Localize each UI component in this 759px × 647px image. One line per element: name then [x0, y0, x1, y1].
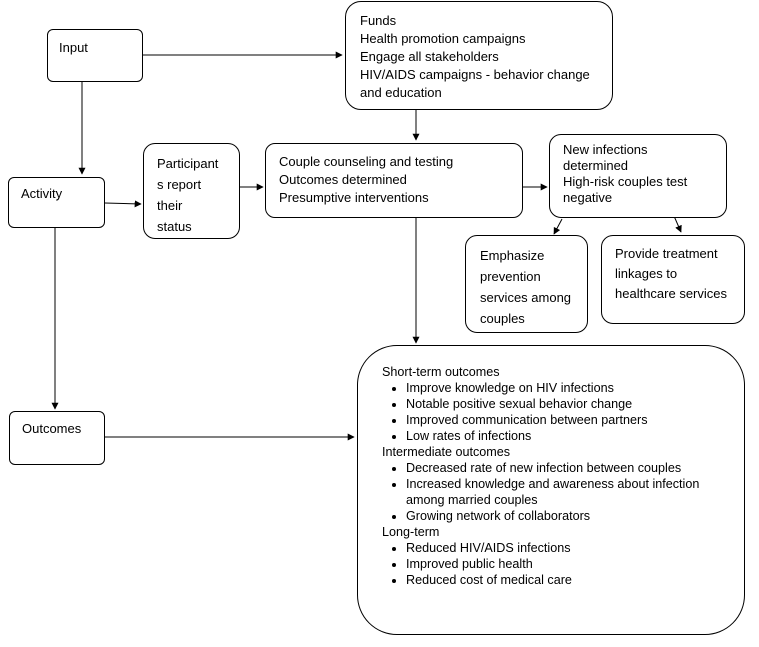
counseling-line: Couple counseling and testing — [279, 154, 454, 169]
list-item: Reduced cost of medical care — [406, 572, 736, 588]
list-item: Decreased rate of new infection between … — [406, 460, 736, 476]
arrow-new-infections-to-emphasize — [553, 218, 563, 235]
emphasize-line: prevention — [480, 269, 541, 284]
input-label: Input — [59, 40, 88, 55]
list-item: Reduced HIV/AIDS infections — [406, 540, 736, 556]
new-infections-line: determined — [563, 158, 629, 173]
counseling-box: Couple counseling and testing Outcomes d… — [265, 143, 523, 218]
short-term-list: Improve knowledge on HIV infections Nota… — [382, 380, 736, 444]
input-box: Input — [47, 29, 143, 82]
activity-box: Activity — [8, 177, 105, 228]
new-infections-box: New infections determined High-risk coup… — [549, 134, 727, 218]
intermediate-title: Intermediate outcomes — [382, 445, 511, 459]
funds-line: Engage all stakeholders — [360, 49, 499, 64]
arrow-activity-to-participants — [104, 200, 142, 208]
emphasize-line: couples — [480, 311, 525, 326]
long-term-list: Reduced HIV/AIDS infections Improved pub… — [382, 540, 736, 588]
participants-line: their — [157, 198, 183, 213]
counseling-line: Outcomes determined — [279, 172, 407, 187]
short-term-title: Short-term outcomes — [382, 365, 500, 379]
emphasize-line: Emphasize — [480, 248, 545, 263]
list-item: Improved public health — [406, 556, 736, 572]
emphasize-line: services among — [480, 290, 572, 305]
list-item: Improve knowledge on HIV infections — [406, 380, 736, 396]
treatment-box: Provide treatment linkages to healthcare… — [601, 235, 745, 324]
participants-line: Participant — [157, 156, 219, 171]
participants-line: s report — [157, 177, 202, 192]
activity-label: Activity — [21, 186, 63, 201]
list-item: Growing network of collaborators — [406, 508, 736, 524]
treatment-line: Provide treatment — [615, 246, 718, 261]
participants-line: status — [157, 219, 192, 234]
new-infections-line: New infections — [563, 142, 648, 157]
participants-box: Participant s report their status — [143, 143, 240, 239]
arrow-new-infections-to-treatment — [673, 215, 682, 233]
funds-line: HIV/AIDS campaigns - behavior change — [360, 67, 590, 82]
treatment-line: linkages to — [615, 266, 678, 281]
outcomes-label: Outcomes — [22, 421, 82, 436]
list-item: Low rates of infections — [406, 428, 736, 444]
outcomes-box: Outcomes — [9, 411, 105, 465]
funds-line: Funds — [360, 13, 397, 28]
funds-line: Health promotion campaigns — [360, 31, 526, 46]
long-term-title: Long-term — [382, 525, 440, 539]
counseling-line: Presumptive interventions — [279, 190, 429, 205]
results-box: Short-term outcomes Improve knowledge on… — [357, 345, 745, 635]
list-item: Improved communication between partners — [406, 412, 736, 428]
treatment-line: healthcare services — [615, 286, 727, 301]
funds-line: and education — [360, 85, 442, 100]
intermediate-list: Decreased rate of new infection between … — [382, 460, 736, 524]
list-item: Notable positive sexual behavior change — [406, 396, 736, 412]
new-infections-line: High-risk couples test — [563, 174, 688, 189]
funds-box: Funds Health promotion campaigns Engage … — [345, 1, 613, 110]
emphasize-box: Emphasize prevention services among coup… — [465, 235, 588, 333]
new-infections-line: negative — [563, 190, 613, 205]
list-item: Increased knowledge and awareness about … — [406, 476, 736, 508]
